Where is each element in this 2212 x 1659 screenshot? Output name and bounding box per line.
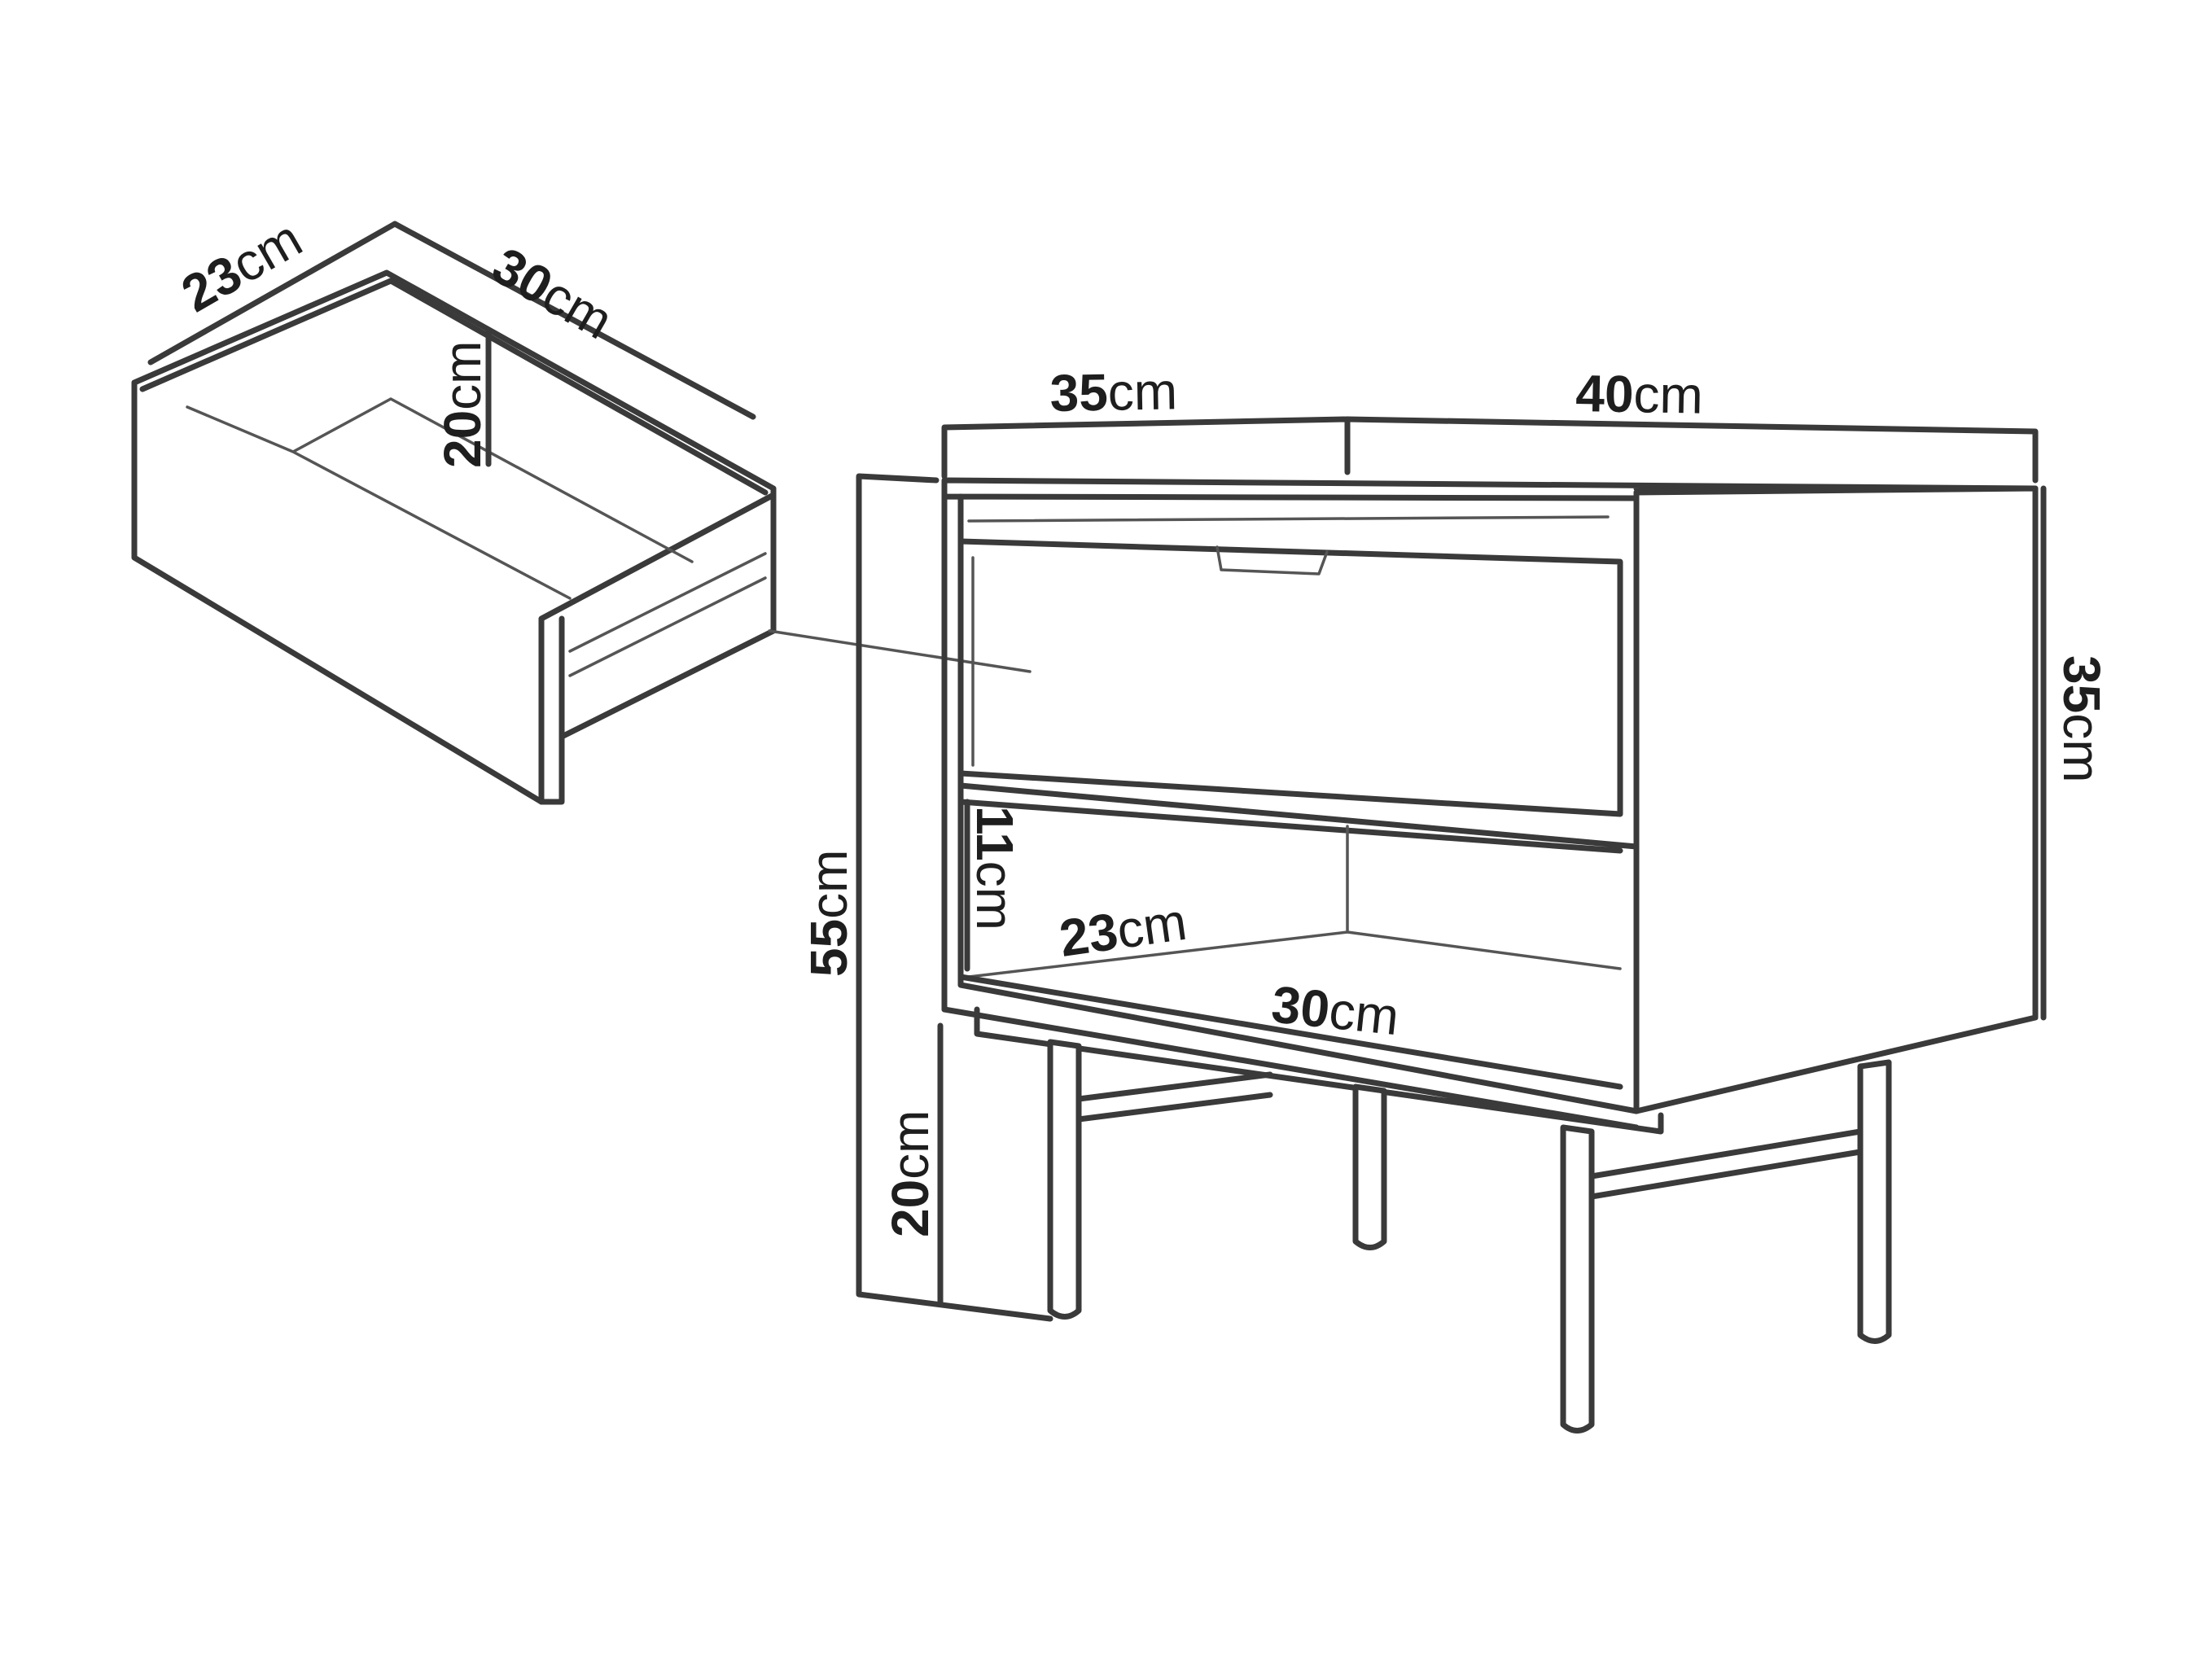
drawer-illustration [131,221,777,805]
front-right-leg [1560,1124,1595,1434]
front-left-leg [1047,1039,1082,1320]
drawer-front-panel [538,492,777,805]
drawer-width-label: 23cm [172,209,312,324]
drawer-length-label: 30cm [483,236,623,351]
cabinet-top-depth-dim-line [941,416,1351,479]
cabinet-top-width-label: 40cm [1575,364,1704,425]
cabinet-total-height-label: 55cm [799,850,858,978]
cabinet-shelf-height-label: 11cm [966,806,1024,930]
cabinet-shelf-depth-label: 23cm [1056,892,1190,968]
drawer-length-dim-line [392,221,756,420]
cabinet-right-side [1633,485,2039,1114]
drawer-inner-rim [139,278,769,496]
drawer-inner-bottom [186,397,694,600]
drawer-slide [568,552,767,677]
drawer-height-label: 20cm [433,341,492,469]
cabinet-top-width-dim-line [1344,416,2039,484]
cabinet-middle-divider [957,782,1640,854]
right-leg-crossbar [1588,1128,1864,1200]
cabinet-base [941,1006,1664,1135]
cabinet-legs [1047,1039,1892,1434]
left-leg-crossbar [1075,1071,1273,1123]
cabinet-shelf-floor [957,974,1623,1090]
cabinet-drawer-recess [967,515,1610,767]
total-height-dim-line [856,473,1053,1322]
back-left-leg [1352,1083,1387,1250]
cabinet-top-slab [941,477,2039,1013]
cabinet-leg-height-label: 20cm [881,1110,940,1238]
cabinet-drawer-front [957,538,1623,817]
cabinet-drawer-handle [1216,545,1329,576]
cabinet-shelf-back [967,825,1622,978]
cabinet-illustration [856,416,2047,1434]
back-right-leg [1857,1059,1892,1344]
cabinet-body-height-label: 35cm [2052,655,2111,783]
cabinet-top-depth-label: 35cm [1049,361,1178,422]
drawer-width-dim-line [147,221,398,366]
cabinet-shelf-width-label: 30cm [1269,974,1402,1046]
drawer-leader-line [768,629,1032,673]
